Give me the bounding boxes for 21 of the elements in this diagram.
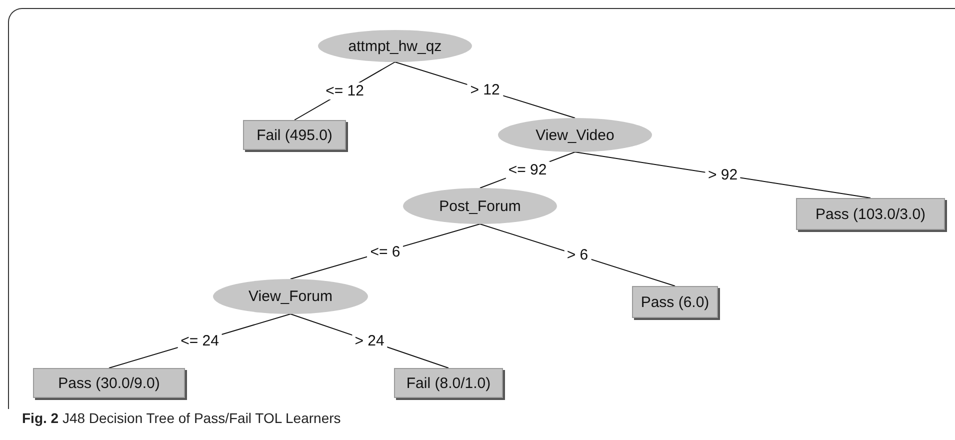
node-label: Pass (6.0) <box>640 294 710 310</box>
leaf-box <box>394 368 503 398</box>
figure-caption: Fig. 2 J48 Decision Tree of Pass/Fail TOL Learners <box>22 410 341 426</box>
edge-label: > 12 <box>467 82 503 98</box>
leaf-box <box>33 368 185 398</box>
node-label: View_Forum <box>248 288 332 305</box>
leaf-box <box>796 198 945 230</box>
leaf-box <box>243 120 346 150</box>
node-label: Post_Forum <box>439 198 521 214</box>
node-label: View_Video <box>536 126 614 144</box>
edge-label: > 24 <box>352 332 388 350</box>
node-label: Fail (8.0/1.0) <box>406 374 491 392</box>
edge-label: <= 6 <box>367 243 404 260</box>
node-label: Pass (30.0/9.0) <box>58 374 160 392</box>
edge-label: <= 92 <box>505 162 550 178</box>
node-label: Fail (495.0) <box>256 126 332 144</box>
node-label: Pass (103.0/3.0) <box>815 206 926 222</box>
tree-branch-line <box>574 152 871 198</box>
leaf-box <box>632 286 718 318</box>
edge-label: <= 24 <box>178 332 222 350</box>
node-label: attmpt_hw_qz <box>348 38 442 54</box>
